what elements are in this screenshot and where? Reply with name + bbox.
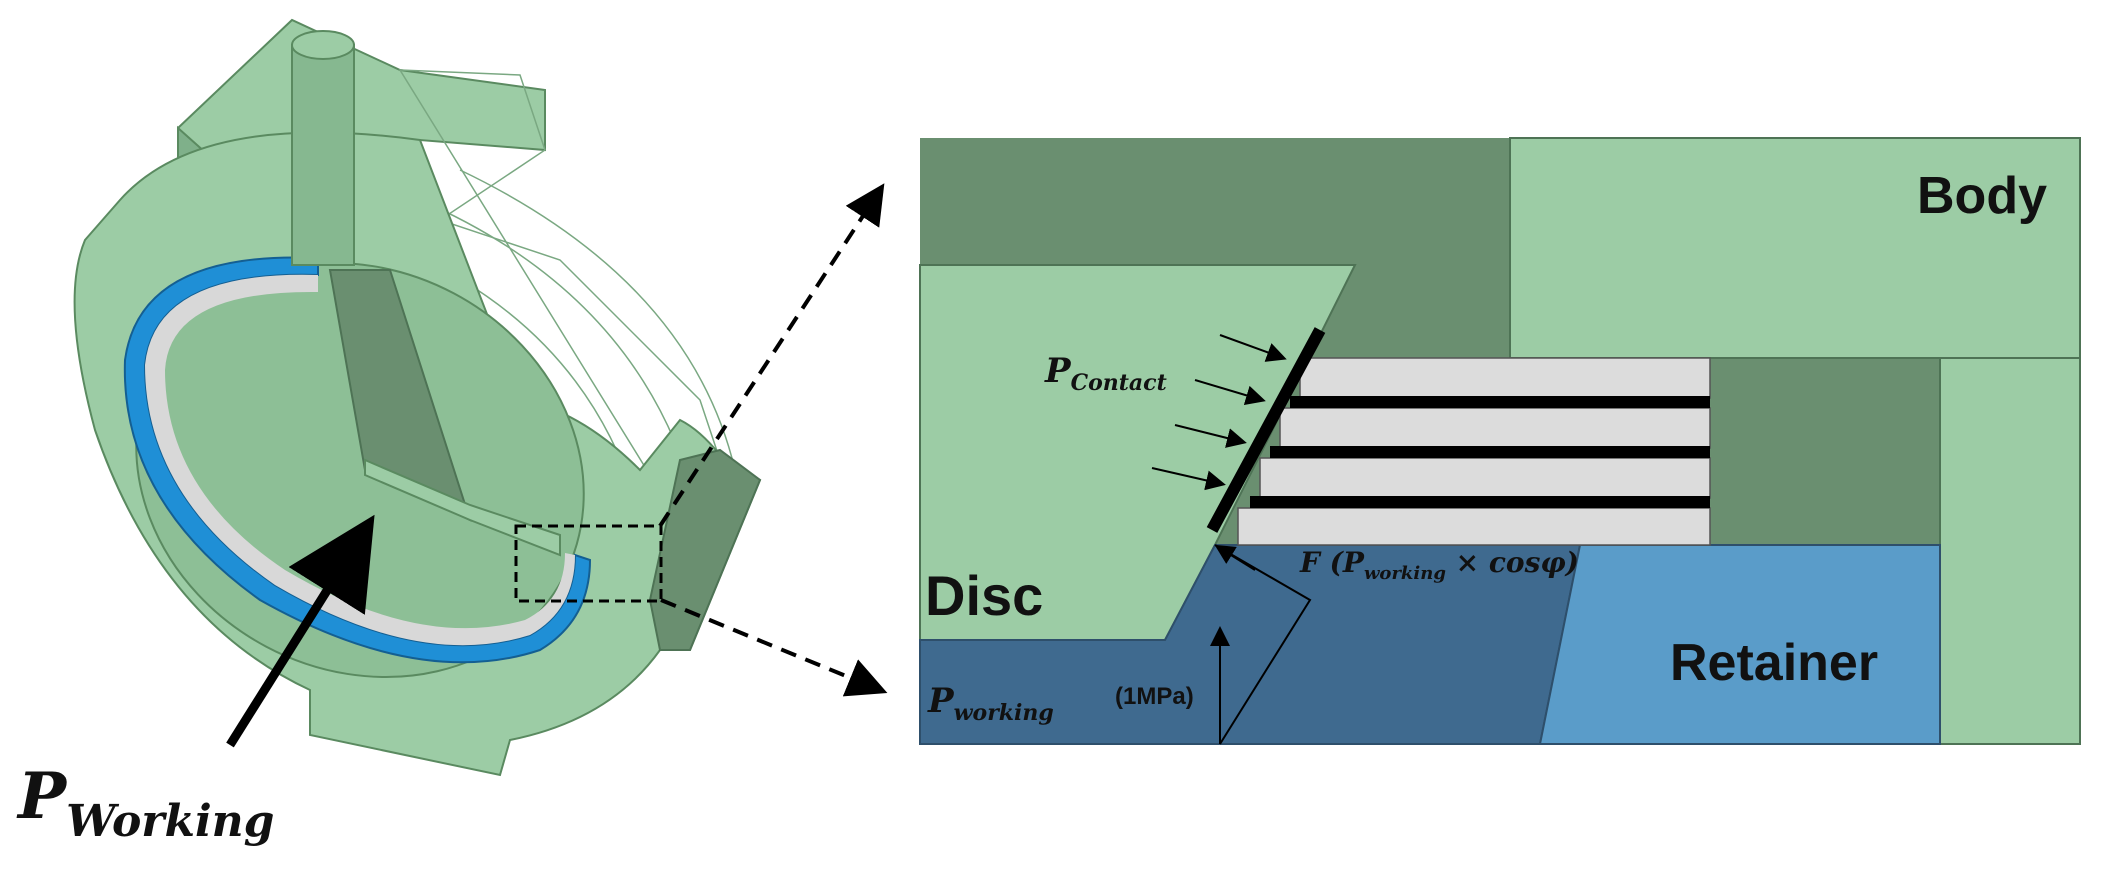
valve-stem bbox=[291, 44, 355, 266]
contact-arrow-2 bbox=[1194, 379, 1266, 406]
valve-3d-view bbox=[73, 18, 762, 777]
force-label: F (Pworking × cosφ) bbox=[1299, 546, 1579, 584]
body-region-right bbox=[1939, 357, 2081, 745]
working-pressure-label: Pworking bbox=[927, 681, 1054, 726]
valve-stem-top bbox=[291, 30, 355, 60]
contact-arrow-3 bbox=[1174, 424, 1247, 448]
seal-layer-3 bbox=[1259, 457, 1711, 499]
left-pressure-label: PWorking bbox=[16, 759, 274, 847]
connector-arrow-top bbox=[658, 183, 885, 528]
working-pressure-value: (1MPa) bbox=[1115, 683, 1194, 710]
seal-layer-2 bbox=[1279, 407, 1711, 449]
force-triangle bbox=[1214, 544, 1312, 745]
detail-marker-box bbox=[514, 524, 663, 603]
valve-seal-gray bbox=[145, 274, 575, 646]
retainer-label: Retainer bbox=[1670, 634, 1878, 692]
valve-disc-ledge bbox=[364, 458, 561, 557]
contact-surface bbox=[1206, 327, 1326, 533]
working-pressure-arrow bbox=[226, 514, 375, 748]
valve-wireframe-arc-3 bbox=[459, 169, 736, 471]
body-label: Body bbox=[1917, 167, 2047, 225]
connector-arrow-bottom bbox=[660, 598, 888, 697]
seal-layer-4 bbox=[1237, 507, 1711, 546]
force-arrow bbox=[1214, 544, 1256, 571]
retainer-region bbox=[1538, 544, 1941, 745]
seal-band-2 bbox=[1270, 446, 1710, 458]
seal-band-1 bbox=[1290, 396, 1710, 408]
seal-layer-1 bbox=[1299, 357, 1711, 399]
contact-arrow-1 bbox=[1219, 334, 1287, 362]
detail-view bbox=[919, 137, 2081, 745]
seal-band-3 bbox=[1250, 496, 1710, 508]
contact-arrow-4 bbox=[1151, 467, 1226, 491]
disc-label: Disc bbox=[925, 564, 1043, 627]
contact-pressure-label: PContact bbox=[1044, 351, 1167, 396]
body-region bbox=[1509, 137, 2081, 359]
